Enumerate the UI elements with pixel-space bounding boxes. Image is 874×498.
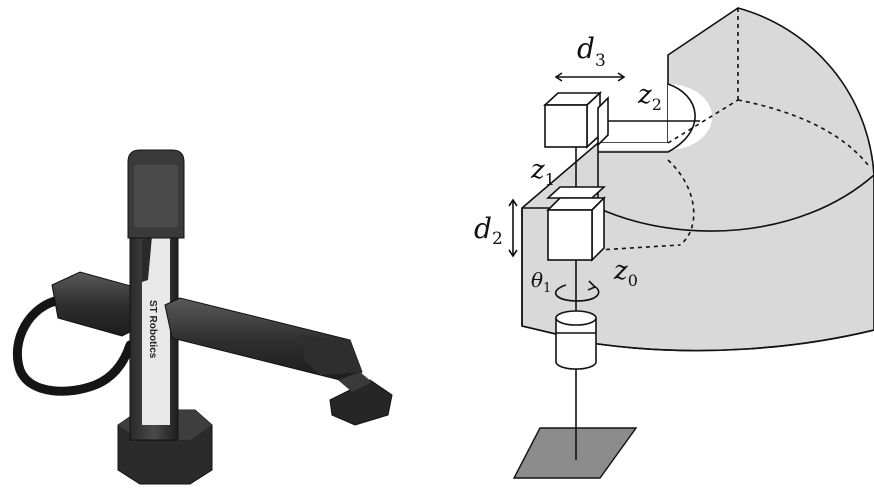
label-z1: z1 bbox=[530, 155, 555, 189]
robot-gripper bbox=[329, 379, 393, 426]
robot-brand-text: ST Robotics bbox=[147, 300, 158, 359]
revolute-joint-cylinder bbox=[555, 310, 597, 370]
prismatic-joint-d2 bbox=[545, 186, 607, 262]
robot-column-label-panel bbox=[142, 230, 170, 425]
d3-arrow bbox=[554, 72, 626, 82]
workspace-inner-arc bbox=[598, 83, 696, 153]
workspace-hidden-edges bbox=[597, 8, 869, 251]
d2-arrow bbox=[508, 198, 518, 258]
prismatic-joint-d3 bbox=[542, 91, 609, 149]
diagram-labels: d3 z2 z1 d2 z0 θ1 bbox=[474, 32, 662, 296]
base-plate bbox=[512, 427, 638, 479]
label-d2: d2 bbox=[474, 212, 503, 249]
robot-cable bbox=[12, 295, 135, 396]
workspace-top-edge bbox=[522, 174, 874, 232]
label-z2: z2 bbox=[637, 80, 662, 114]
kinematic-diagram bbox=[508, 7, 874, 479]
label-d3: d3 bbox=[577, 32, 606, 71]
theta1-arrowhead bbox=[587, 280, 597, 291]
workspace-bottom-edge bbox=[521, 325, 874, 352]
label-theta1: θ1 bbox=[531, 268, 551, 296]
robot-photo: ST Robotics bbox=[12, 149, 393, 485]
theta1-rotation-arrow bbox=[555, 284, 600, 302]
label-z0: z0 bbox=[613, 256, 638, 290]
workspace-volume bbox=[521, 7, 874, 352]
